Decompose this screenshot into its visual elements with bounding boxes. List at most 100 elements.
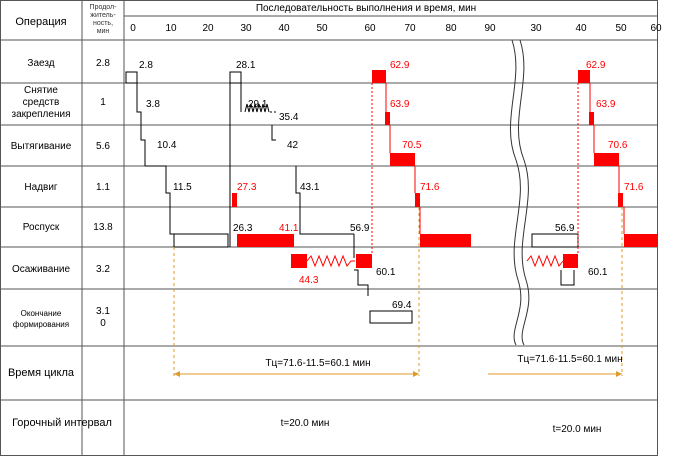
step-line [136, 83, 142, 125]
step-line [295, 166, 301, 207]
cycle-label: Время цикла [8, 367, 75, 379]
duration-value: 3.1 [96, 306, 110, 317]
duration-header-line: мин [97, 28, 110, 35]
value-label-red: 62.9 [586, 60, 606, 71]
operation-name: формирования [13, 320, 69, 329]
bar-arrival-2 [229, 71, 242, 84]
zigzag-idle [244, 103, 270, 113]
operation-name: Заезд [27, 58, 54, 69]
timeline-title: Последовательность выполнения и время, м… [256, 3, 476, 14]
operation-name: Окончание [21, 309, 62, 318]
duration-col-header: Продол- житель- ность, мин [90, 4, 118, 35]
tick-label: 50 [615, 23, 627, 34]
operation-name: Вытягивание [11, 141, 72, 152]
value-label-red: 71.6 [420, 182, 440, 193]
tick-label: 10 [165, 23, 177, 34]
red-bar [618, 193, 623, 207]
cycle-arrowheads [174, 371, 622, 377]
interval-value-2: t=20.0 мин [553, 424, 602, 435]
step-line [560, 270, 575, 286]
red-bar [589, 112, 594, 125]
bar-release-1 [173, 233, 229, 248]
value-label-red: 70.5 [402, 140, 422, 151]
value-label: 60.1 [376, 267, 396, 278]
operation-name: закрепления [12, 109, 71, 120]
duration-header-line: ность, [93, 20, 113, 27]
value-label-red: 41.1 [279, 223, 299, 234]
bar-completion [369, 310, 413, 324]
duration-value: 1 [100, 97, 106, 108]
value-label: 11.5 [173, 182, 192, 193]
tick-label: 90 [484, 23, 496, 34]
black-labels: 2.8 28.1 3.8 29.1 35.4 10.4 42 11.5 43.1… [139, 60, 608, 311]
axis-break-wave [509, 39, 530, 346]
operation-names: Заезд Снятие средств закрепления Вытягив… [11, 58, 72, 329]
red-labels: 62.9 63.9 70.5 27.3 71.6 41.1 44.3 62.9 … [237, 60, 644, 286]
tick-label: 40 [278, 23, 290, 34]
red-bar [563, 254, 578, 268]
value-label-red: 63.9 [596, 99, 616, 110]
step-line [145, 165, 171, 207]
tick-label: 30 [530, 23, 542, 34]
step-line [271, 125, 276, 141]
value-label: 69.4 [392, 300, 412, 311]
value-label: 35.4 [279, 112, 299, 123]
value-label: 56.9 [350, 223, 370, 234]
value-label: 60.1 [588, 267, 608, 278]
interval-value-1: t=20.0 мин [281, 418, 330, 429]
value-label: 56.9 [555, 223, 575, 234]
value-label-red: 62.9 [390, 60, 410, 71]
value-label: 29.1 [248, 99, 268, 110]
cycle-formula-1: Тц=71.6-11.5=60.1 мин [265, 358, 370, 369]
red-bar [578, 70, 590, 83]
value-label-red: 70.6 [608, 140, 628, 151]
red-bars [232, 70, 658, 268]
red-bar [237, 234, 294, 247]
operation-name: Снятие [24, 85, 58, 96]
duration-value: 3.2 [96, 264, 110, 275]
operation-name: Роспуск [23, 222, 60, 233]
value-label-red: 71.6 [624, 182, 644, 193]
red-bar [372, 70, 386, 83]
step-line [169, 207, 175, 247]
red-bar [390, 153, 415, 166]
red-bar [420, 234, 471, 247]
value-label-red: 44.3 [299, 275, 319, 286]
operation-col-header: Операция [15, 16, 66, 28]
value-label: 2.8 [139, 60, 153, 71]
value-label: 26.3 [233, 223, 253, 234]
red-bar [356, 254, 372, 268]
duration-value: 1.1 [96, 182, 110, 193]
bar-arrival-1 [125, 71, 138, 84]
operation-name: средств [23, 97, 60, 108]
tick-label: 70 [404, 23, 416, 34]
tick-label: 0 [130, 23, 136, 34]
schedule-outlines [125, 71, 579, 324]
durations: 2.8 1 5.6 1.1 13.8 3.2 3.1 0 [93, 58, 113, 329]
step-line [299, 207, 354, 235]
value-label: 28.1 [236, 60, 256, 71]
zigzag-red [526, 254, 564, 268]
tick-label: 50 [316, 23, 328, 34]
cycle-lines [173, 207, 623, 376]
red-bar [594, 153, 619, 166]
operation-name: Осаживание [12, 264, 70, 275]
step-line [140, 125, 146, 166]
value-label: 3.8 [146, 99, 160, 110]
red-bar [415, 193, 420, 207]
tick-label: 30 [240, 23, 252, 34]
red-links [306, 83, 625, 268]
red-bar [624, 234, 658, 247]
scale-ticks: 0 10 20 30 40 50 60 70 80 90 30 40 50 60 [130, 23, 662, 34]
duration-value: 2.8 [96, 58, 110, 69]
duration-value: 13.8 [93, 222, 113, 233]
value-label-red: 63.9 [390, 99, 410, 110]
duration-header-line: Продол- [90, 4, 118, 11]
tick-label: 60 [364, 23, 376, 34]
interval-label: Горочный интервал [12, 417, 112, 429]
red-bar [291, 254, 307, 268]
red-bar [232, 193, 237, 207]
value-label-red: 27.3 [237, 182, 257, 193]
value-label: 42 [287, 140, 299, 151]
